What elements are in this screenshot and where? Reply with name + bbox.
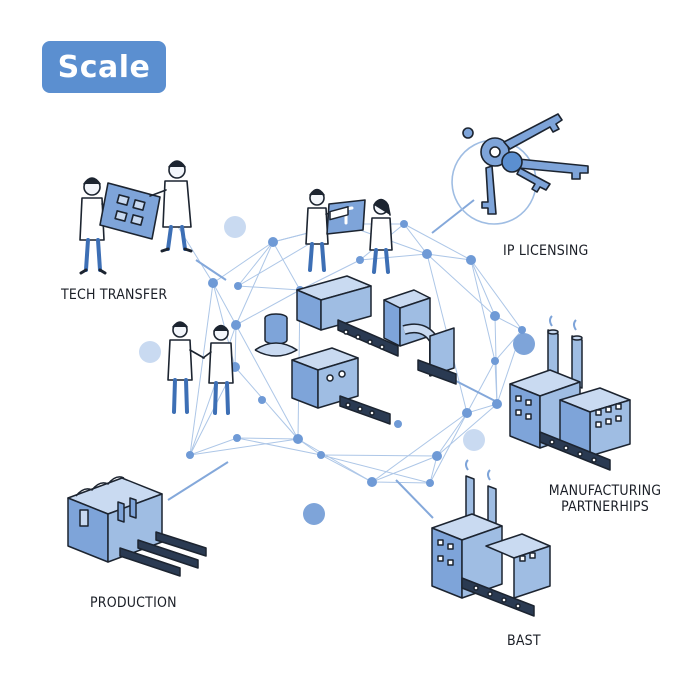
network-node-large [224,216,246,238]
network-node [208,278,218,288]
network-node [231,320,241,330]
label-manufacturing-partnerships: MANUFACTURING PARTNERHIPS [543,483,667,515]
network-node-large [513,333,535,355]
network-node-large [303,503,325,525]
network-node [491,357,499,365]
handshake-illustration [167,321,234,415]
label-bast: BAST [507,633,541,649]
network-node [186,451,194,459]
network-node [490,311,500,321]
network-node [293,434,303,444]
label-tech-transfer: TECH TRANSFER [61,287,168,303]
central-factory-illustration [254,205,457,425]
network-node [426,479,434,487]
network-node [317,451,325,459]
manufacturing-factory-illustration [509,315,631,471]
network-node [518,326,526,334]
network-node-large [463,429,485,451]
scale-badge: Scale [42,41,166,93]
network-node [258,396,266,404]
production-factory-illustration [67,476,207,577]
network-node [422,249,432,259]
network-node [432,451,442,461]
network-node [400,220,408,228]
network-node [356,256,364,264]
network-node [233,434,241,442]
label-manufacturing-line2: PARTNERHIPS [561,499,649,515]
network-node [462,408,472,418]
network-node [394,420,402,428]
keys-illustration [451,113,589,225]
label-production: PRODUCTION [90,595,177,611]
network-node [466,255,476,265]
tech-transfer-illustration [79,160,193,275]
bast-factory-illustration [431,459,551,617]
network-node [234,282,242,290]
label-manufacturing-line1: MANUFACTURING [548,483,662,499]
network-node [367,477,377,487]
network-node [492,399,502,409]
collaboration-illustration [305,188,393,274]
network-node-large [139,341,161,363]
label-ip-licensing: IP LICENSING [503,243,589,259]
network-node [268,237,278,247]
